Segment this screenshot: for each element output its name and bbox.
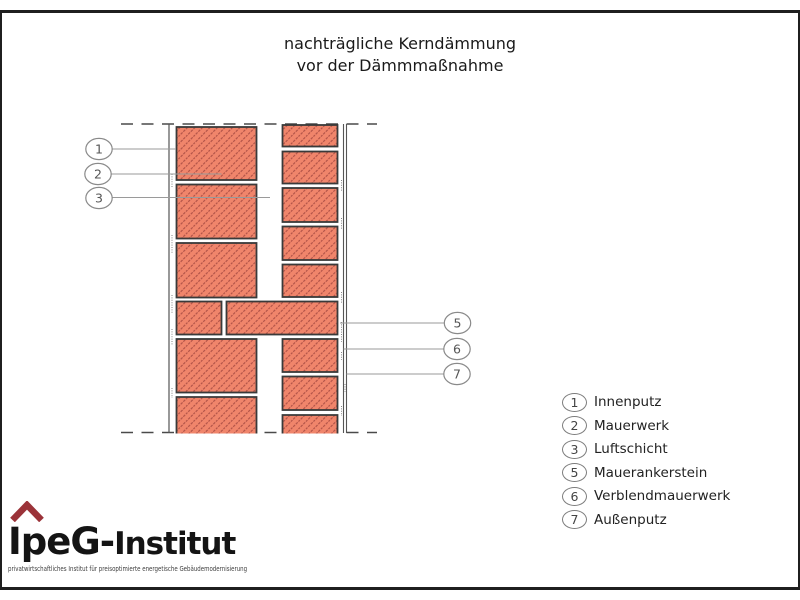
brick-cut-bottom — [281, 414, 339, 434]
svg-text:3: 3 — [95, 191, 103, 206]
legend-number-badge: 5 — [562, 463, 587, 483]
legend-number-badge: 7 — [562, 510, 587, 530]
legend-item-innenputz: 1 Innenputz — [562, 392, 730, 412]
legend-label: Verblendmauerwerk — [594, 488, 731, 505]
brick — [281, 225, 339, 261]
brick — [175, 183, 258, 240]
legend-label: Luftschicht — [594, 441, 668, 458]
mauerwerk-inner-wythe — [175, 126, 258, 434]
svg-text:7: 7 — [453, 367, 461, 382]
brick — [175, 300, 223, 336]
brick — [281, 124, 339, 148]
legend-number-badge: 2 — [562, 416, 587, 436]
brick-cut-bottom — [175, 396, 258, 434]
verblendmauerwerk-outer-wythe — [281, 124, 339, 434]
callout-6-verblendmauerwerk: 6 — [443, 337, 471, 361]
logo-text-secondary: Institut — [114, 526, 236, 562]
brick — [281, 150, 339, 185]
svg-text:5: 5 — [454, 316, 462, 331]
logo-text-primary: IpeG- — [8, 520, 115, 563]
logo-tagline: privatwirtschaftliches Institut für prei… — [8, 565, 248, 573]
svg-text:6: 6 — [453, 342, 461, 357]
legend-number-badge: 1 — [562, 392, 587, 412]
callout-leader-lines — [111, 148, 445, 375]
roof-icon — [10, 501, 44, 522]
callout-5-mauerankerstein: 5 — [443, 311, 472, 335]
page-title: nachträgliche Kerndämmung vor der Dämmma… — [0, 33, 800, 77]
legend-label: Außenputz — [594, 511, 667, 528]
brick — [281, 263, 339, 298]
callout-2-mauerwerk: 2 — [84, 162, 112, 186]
legend-label: Mauerwerk — [594, 417, 670, 434]
callout-bubbles: 1 2 3 5 6 7 — [84, 137, 472, 386]
callout-1-innenputz: 1 — [85, 137, 113, 161]
legend-item-luftschicht: 3 Luftschicht — [562, 439, 730, 459]
brick — [175, 242, 258, 299]
callout-7-aussenputz: 7 — [443, 362, 471, 386]
legend: 1 Innenputz 2 Mauerwerk 3 Luftschicht 5 … — [562, 392, 730, 534]
brick — [175, 338, 258, 394]
dimension-tick-marks — [171, 174, 346, 416]
logo-wordmark: IpeG-Institut — [8, 523, 315, 560]
legend-label: Mauerankerstein — [594, 464, 708, 481]
ipeg-institut-logo: IpeG-Institut privatwirtschaftliches Ins… — [8, 501, 315, 573]
brick — [281, 375, 339, 411]
title-line-2: vor der Dämmmaßnahme — [296, 56, 504, 75]
svg-text:2: 2 — [94, 167, 102, 182]
mauerankerstein-brick — [225, 300, 339, 336]
legend-label: Innenputz — [594, 394, 662, 410]
brick — [175, 126, 258, 181]
brick — [281, 187, 339, 223]
legend-item-aussenputz: 7 Außenputz — [562, 510, 730, 530]
aussenputz-layer-lines — [342, 124, 348, 433]
callout-3-luftschicht: 3 — [85, 186, 113, 210]
legend-item-mauerankerstein: 5 Mauerankerstein — [562, 463, 730, 483]
title-line-1: nachträgliche Kerndämmung — [284, 34, 516, 53]
legend-number-badge: 6 — [562, 486, 587, 506]
legend-item-mauerwerk: 2 Mauerwerk — [562, 416, 730, 436]
svg-text:1: 1 — [95, 142, 103, 157]
legend-item-verblendmauerwerk: 6 Verblendmauerwerk — [562, 486, 730, 506]
legend-number-badge: 3 — [562, 439, 587, 459]
brick — [281, 338, 339, 373]
